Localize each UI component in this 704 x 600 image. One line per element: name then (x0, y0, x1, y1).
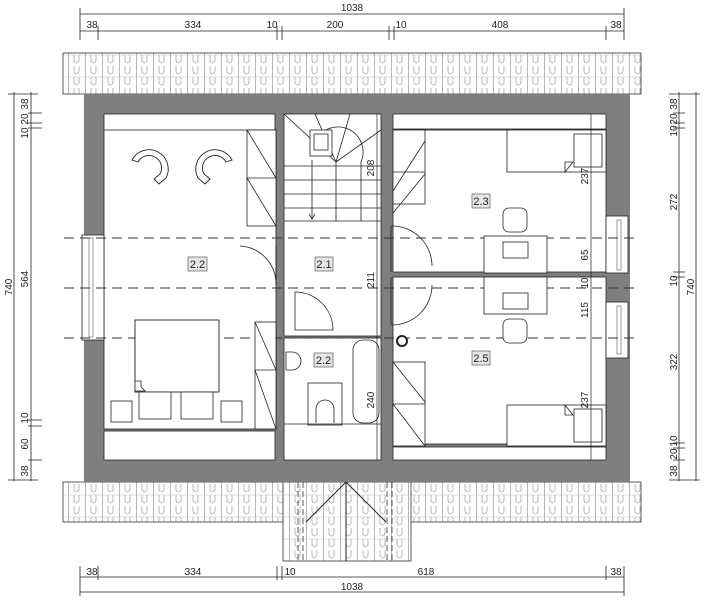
svg-text:20: 20 (669, 113, 680, 125)
room-label-2-2: 2.2 (190, 259, 205, 271)
svg-text:272: 272 (669, 193, 680, 210)
svg-text:10: 10 (20, 127, 31, 139)
dimension-top (79, 8, 625, 40)
svg-text:618: 618 (418, 567, 435, 578)
armchair-icon (131, 149, 169, 185)
dimension-left-text: 740 38 20 10 564 10 60 38 (4, 98, 31, 477)
dimension-top-text: 1038 38 334 10 200 10 408 38 (86, 3, 622, 31)
svg-text:240: 240 (366, 391, 377, 408)
svg-text:237: 237 (580, 391, 591, 408)
svg-text:10: 10 (20, 412, 31, 424)
dimension-left (8, 92, 42, 481)
room-2-2-left (110, 129, 277, 430)
svg-text:10: 10 (266, 20, 278, 31)
svg-text:10: 10 (284, 567, 296, 578)
svg-text:10: 10 (669, 435, 680, 447)
svg-text:60: 60 (20, 438, 31, 450)
svg-text:38: 38 (86, 567, 98, 578)
room-2-5 (392, 276, 607, 447)
nightstand-icon (110, 400, 133, 423)
svg-text:208: 208 (366, 159, 377, 176)
svg-text:20: 20 (669, 448, 680, 460)
room-label-2-1: 2.1 (316, 259, 331, 271)
svg-text:408: 408 (492, 20, 509, 31)
bed-icon (134, 319, 220, 393)
dimension-bottom (79, 566, 625, 596)
svg-text:740: 740 (686, 278, 697, 295)
window-left (81, 234, 105, 341)
door-swing-icon (239, 245, 277, 285)
svg-text:10: 10 (669, 125, 680, 137)
svg-text:38: 38 (610, 20, 622, 31)
svg-text:211: 211 (366, 272, 377, 288)
wardrobe-icon (392, 129, 426, 205)
svg-text:10: 10 (580, 277, 591, 289)
nightstand-icon (220, 400, 243, 423)
svg-text:38: 38 (86, 20, 98, 31)
svg-text:1038: 1038 (341, 3, 364, 14)
svg-text:10: 10 (669, 275, 680, 287)
svg-text:334: 334 (185, 567, 202, 578)
chair-icon (502, 318, 528, 344)
hall-door (294, 291, 334, 331)
interior-dimensions: 208 211 240 237 65 10 115 237 (366, 159, 591, 408)
svg-text:65: 65 (580, 249, 591, 261)
window-right-bottom (605, 301, 629, 359)
svg-text:1038: 1038 (341, 582, 364, 593)
svg-text:115: 115 (580, 302, 591, 318)
room-2-3 (392, 129, 607, 274)
dimension-bottom-text: 38 334 10 618 38 1038 (86, 567, 622, 593)
dimension-right-text: 38 20 10 272 10 322 10 20 38 740 (669, 98, 697, 477)
svg-text:237: 237 (580, 167, 591, 184)
roof-top (62, 52, 642, 95)
svg-text:38: 38 (669, 98, 680, 110)
chair-icon (502, 207, 528, 233)
svg-text:564: 564 (20, 270, 31, 287)
svg-text:38: 38 (610, 567, 622, 578)
svg-text:38: 38 (20, 98, 31, 110)
bathtub-icon (352, 339, 380, 424)
window-right-top (605, 215, 629, 274)
dimension-right (669, 92, 700, 481)
svg-text:10: 10 (395, 20, 407, 31)
svg-text:322: 322 (669, 353, 680, 370)
svg-text:200: 200 (327, 20, 344, 31)
washbasin-icon (285, 351, 302, 371)
chimney-icon (396, 335, 408, 347)
room-label-2-5: 2.5 (473, 353, 488, 365)
room-label-2-2-bath: 2.2 (316, 355, 331, 367)
svg-text:20: 20 (20, 113, 31, 125)
room-label-2-3: 2.3 (473, 196, 488, 208)
wardrobe-icon (254, 321, 277, 430)
roof-bottom (62, 481, 642, 562)
interior-dimension-lines (376, 114, 592, 460)
svg-text:334: 334 (185, 20, 202, 31)
armchair-icon (195, 149, 233, 185)
bathroom (284, 339, 381, 426)
room-labels: 2.2 2.1 2.2 2.3 2.5 (187, 193, 491, 368)
svg-text:740: 740 (4, 278, 15, 295)
svg-text:38: 38 (669, 465, 680, 477)
svg-text:38: 38 (20, 465, 31, 477)
stairs (283, 113, 382, 222)
right-doors (390, 225, 433, 326)
